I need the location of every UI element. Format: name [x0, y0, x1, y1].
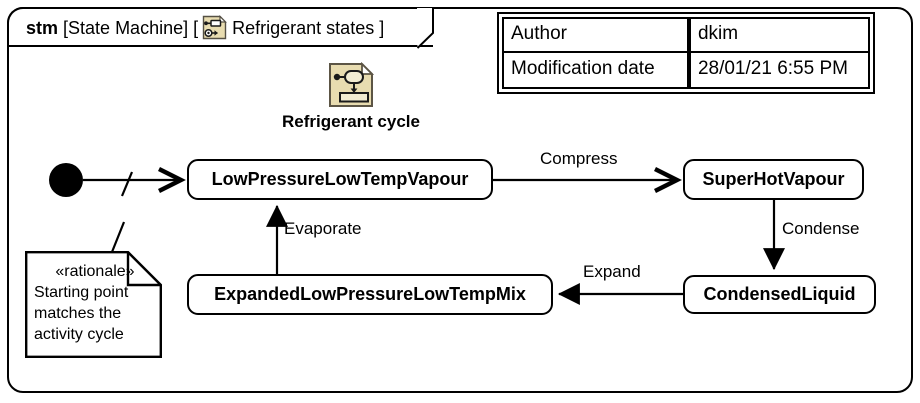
initial-pseudostate[interactable]	[49, 163, 83, 197]
transition-label-expand: Expand	[583, 262, 641, 281]
activity-diagram-icon	[329, 62, 374, 107]
metadata-table: Author dkim Modification date 28/01/21 6…	[497, 12, 875, 94]
metadata-value: dkim	[688, 17, 870, 53]
rationale-note[interactable]: «rationale» Starting point matches the a…	[25, 251, 162, 358]
activity-reference-label: Refrigerant cycle	[282, 112, 420, 131]
state-node-condensed-liquid[interactable]: CondensedLiquid	[683, 275, 876, 314]
state-machine-icon	[202, 14, 228, 40]
note-line-3: activity cycle	[34, 326, 124, 343]
note-line-2: matches the	[34, 305, 122, 322]
metadata-key: Author	[502, 17, 689, 53]
diagram-frame-header: stm [State Machine] [ Refrigerant states…	[7, 7, 433, 47]
metadata-value: 28/01/21 6:55 PM	[688, 53, 870, 89]
diagram-open-bracket: [	[193, 17, 199, 38]
diagram-close-bracket: ]	[379, 17, 385, 38]
diagram-name: Refrigerant states	[232, 17, 375, 38]
metadata-key: Modification date	[502, 53, 689, 89]
table-row: Modification date 28/01/21 6:55 PM	[502, 53, 870, 89]
table-row: Author dkim	[502, 17, 870, 53]
transition-label-condense: Condense	[782, 219, 860, 238]
note-shape	[25, 251, 162, 358]
state-node-low-pressure-low-temp-vapour[interactable]: LowPressureLowTempVapour	[187, 159, 493, 200]
diagram-header-bevel	[417, 7, 434, 49]
state-node-expanded-low-pressure-low-temp-mix[interactable]: ExpandedLowPressureLowTempMix	[187, 274, 553, 315]
note-line-1: Starting point	[34, 284, 129, 301]
note-stereotype: «rationale»	[55, 263, 135, 280]
diagram-type: [State Machine]	[63, 17, 189, 38]
state-node-super-hot-vapour[interactable]: SuperHotVapour	[683, 159, 864, 200]
diagram-keyword: stm	[26, 17, 59, 38]
activity-reference: Refrigerant cycle	[268, 62, 434, 132]
transition-label-evaporate: Evaporate	[284, 219, 362, 238]
transition-label-compress: Compress	[540, 149, 618, 168]
diagram-header-text: stm [State Machine] [ Refrigerant states…	[26, 14, 385, 40]
note-text: «rationale» Starting point matches the a…	[34, 261, 156, 345]
